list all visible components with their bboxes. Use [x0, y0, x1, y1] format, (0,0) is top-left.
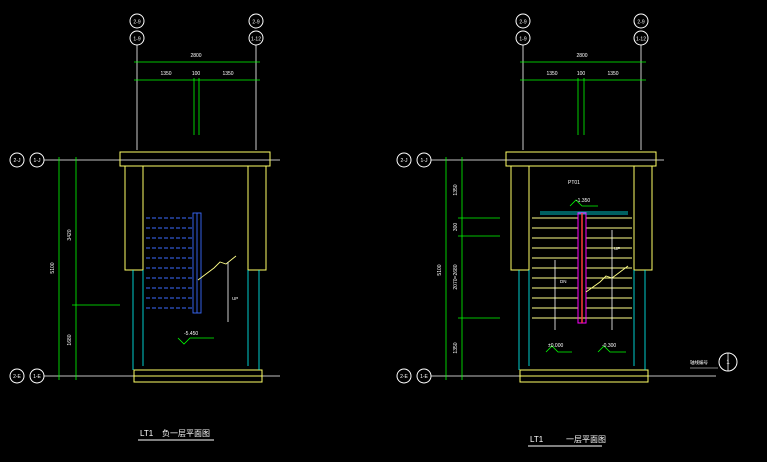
left-top-dimensions: 2800 1350 100 1350 [134, 53, 260, 135]
dim-vert-part: 1350 [453, 342, 459, 353]
axis-label: 1-9 [519, 37, 526, 43]
right-level-right: -0.300 [597, 343, 626, 353]
right-level-right-text: -0.300 [602, 343, 616, 349]
left-level-text: -5.450 [184, 331, 198, 337]
dim-vert-part: 1350 [453, 184, 459, 195]
dim-vert-part: 300 [453, 223, 459, 232]
right-title: LT1 一层平面图 [528, 435, 606, 447]
left-top-axis-bubbles: 2-9 1-9 2-9 1-12 [129, 13, 264, 46]
right-top-dimensions: 2800 1350 100 1350 [520, 53, 646, 135]
dim-segment: 1350 [222, 71, 233, 77]
axis-label: 1-12 [251, 37, 261, 43]
axis-label: 1-J [421, 158, 428, 164]
axis-label: 1-12 [636, 37, 646, 43]
left-title-code: LT1 [140, 429, 154, 438]
right-room-label: PT01 [568, 180, 580, 186]
axis-label: 2-E [13, 374, 21, 380]
right-up-label: UP [614, 246, 620, 251]
right-level-upper: -1.350 [569, 198, 598, 207]
left-handrail [192, 212, 202, 314]
dim-segment: 1350 [607, 71, 618, 77]
left-vertical-dimensions: 5100 3420 1680 [50, 157, 120, 380]
axis-label: 2-9 [519, 20, 526, 26]
left-title-text: 负一层平面图 [162, 428, 210, 438]
axis-bubble [248, 13, 264, 29]
dim-vert-total: 5100 [437, 264, 443, 275]
left-walls [119, 151, 271, 383]
dim-segment: 1350 [160, 71, 171, 77]
left-stair-treads [146, 217, 192, 309]
right-title-code: LT1 [530, 435, 544, 444]
right-title-text: 一层平面图 [566, 435, 606, 444]
axis-label: 2-J [14, 158, 21, 164]
dim-segment: 100 [192, 71, 201, 77]
axis-label: 2-J [401, 158, 408, 164]
axis-bubble [129, 13, 145, 29]
dim-segment: 100 [577, 71, 586, 77]
dim-vert-total: 5100 [50, 262, 56, 273]
left-up-label: UP [232, 296, 238, 301]
right-break-line [585, 265, 629, 293]
right-dn-label: DN [560, 279, 567, 284]
right-axis-note: 轴线编号 [690, 359, 708, 366]
dim-total: 2800 [576, 53, 587, 59]
right-walls [505, 151, 657, 383]
right-level-left: ±0.000 [545, 343, 572, 353]
right-axis-bubble: 1 轴线编号 [690, 352, 738, 372]
dim-segment: 1350 [546, 71, 557, 77]
left-break-line [197, 255, 237, 281]
axis-label: 1-9 [133, 37, 140, 43]
axis-label: 2-9 [133, 20, 140, 26]
right-top-axis-bubbles: 2-9 1-9 2-9 1-12 [515, 13, 649, 46]
left-level-marker: -5.450 [177, 331, 214, 345]
left-inner-outline [132, 270, 260, 370]
axis-label: 1-E [33, 374, 41, 380]
dim-vert-part: 2070=2680 [453, 264, 459, 289]
right-vertical-dimensions: 5100 1350 300 2070=2680 1350 [437, 157, 500, 380]
dim-vert-lower: 1680 [67, 334, 73, 345]
dim-total: 2800 [190, 53, 201, 59]
dim-vert-upper: 3420 [67, 229, 73, 240]
axis-label: 2-E [400, 374, 408, 380]
left-stair-plan: 2-9 1-9 2-9 1-12 2800 1350 100 1350 2-J … [9, 13, 280, 441]
axis-label: 2-9 [252, 20, 259, 26]
right-level-upper-text: -1.350 [576, 198, 590, 204]
right-inner-outline [518, 211, 646, 370]
right-axis-label: 1 [726, 360, 730, 366]
axis-label: 2-9 [637, 20, 644, 26]
axis-label: 1-E [420, 374, 428, 380]
right-handrail [577, 212, 587, 324]
axis-label: 1-J [34, 158, 41, 164]
right-stair-plan: 2-9 1-9 2-9 1-12 2800 1350 100 1350 2-J … [396, 13, 738, 447]
left-title: LT1 负一层平面图 [138, 428, 214, 441]
right-level-left-text: ±0.000 [548, 343, 563, 349]
